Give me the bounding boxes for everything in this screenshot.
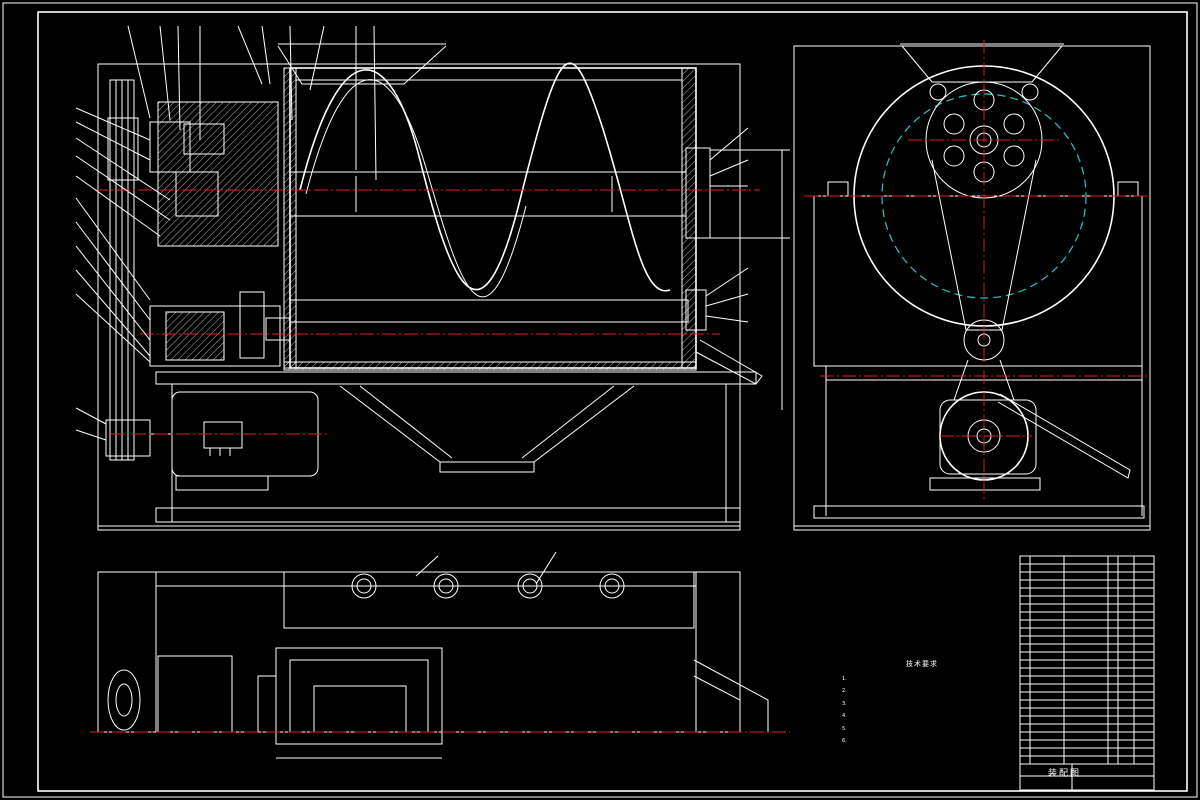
side-view <box>793 40 1151 531</box>
note-6: 6. <box>842 738 847 744</box>
note-5: 5. <box>842 725 847 732</box>
discharge-hopper <box>339 385 635 463</box>
note-1: 1. <box>842 675 847 682</box>
front-section-view <box>75 25 790 531</box>
inner-border <box>37 11 1188 792</box>
outlet-frame <box>275 647 443 745</box>
parts-list <box>1020 556 1154 765</box>
note-4: 4. <box>842 713 847 719</box>
note-3: 3. <box>842 700 847 707</box>
technical-notes: 技术要求 1. 2. 3. 4. 5. 6. <box>842 658 1002 748</box>
bottom-view <box>90 551 790 759</box>
notes-title: 技术要求 <box>906 660 938 668</box>
note-2: 2. <box>842 688 847 694</box>
drawing-title: 装配图 <box>1048 769 1082 779</box>
feed-hopper <box>277 45 447 85</box>
title-block: 装配图 <box>1020 764 1154 790</box>
side-hopper <box>901 45 1063 83</box>
screw-helix <box>299 62 671 292</box>
drum-casing <box>289 67 697 369</box>
gear-shaft <box>149 305 281 367</box>
leader-lines <box>75 25 749 441</box>
screw-shaft <box>289 171 687 217</box>
